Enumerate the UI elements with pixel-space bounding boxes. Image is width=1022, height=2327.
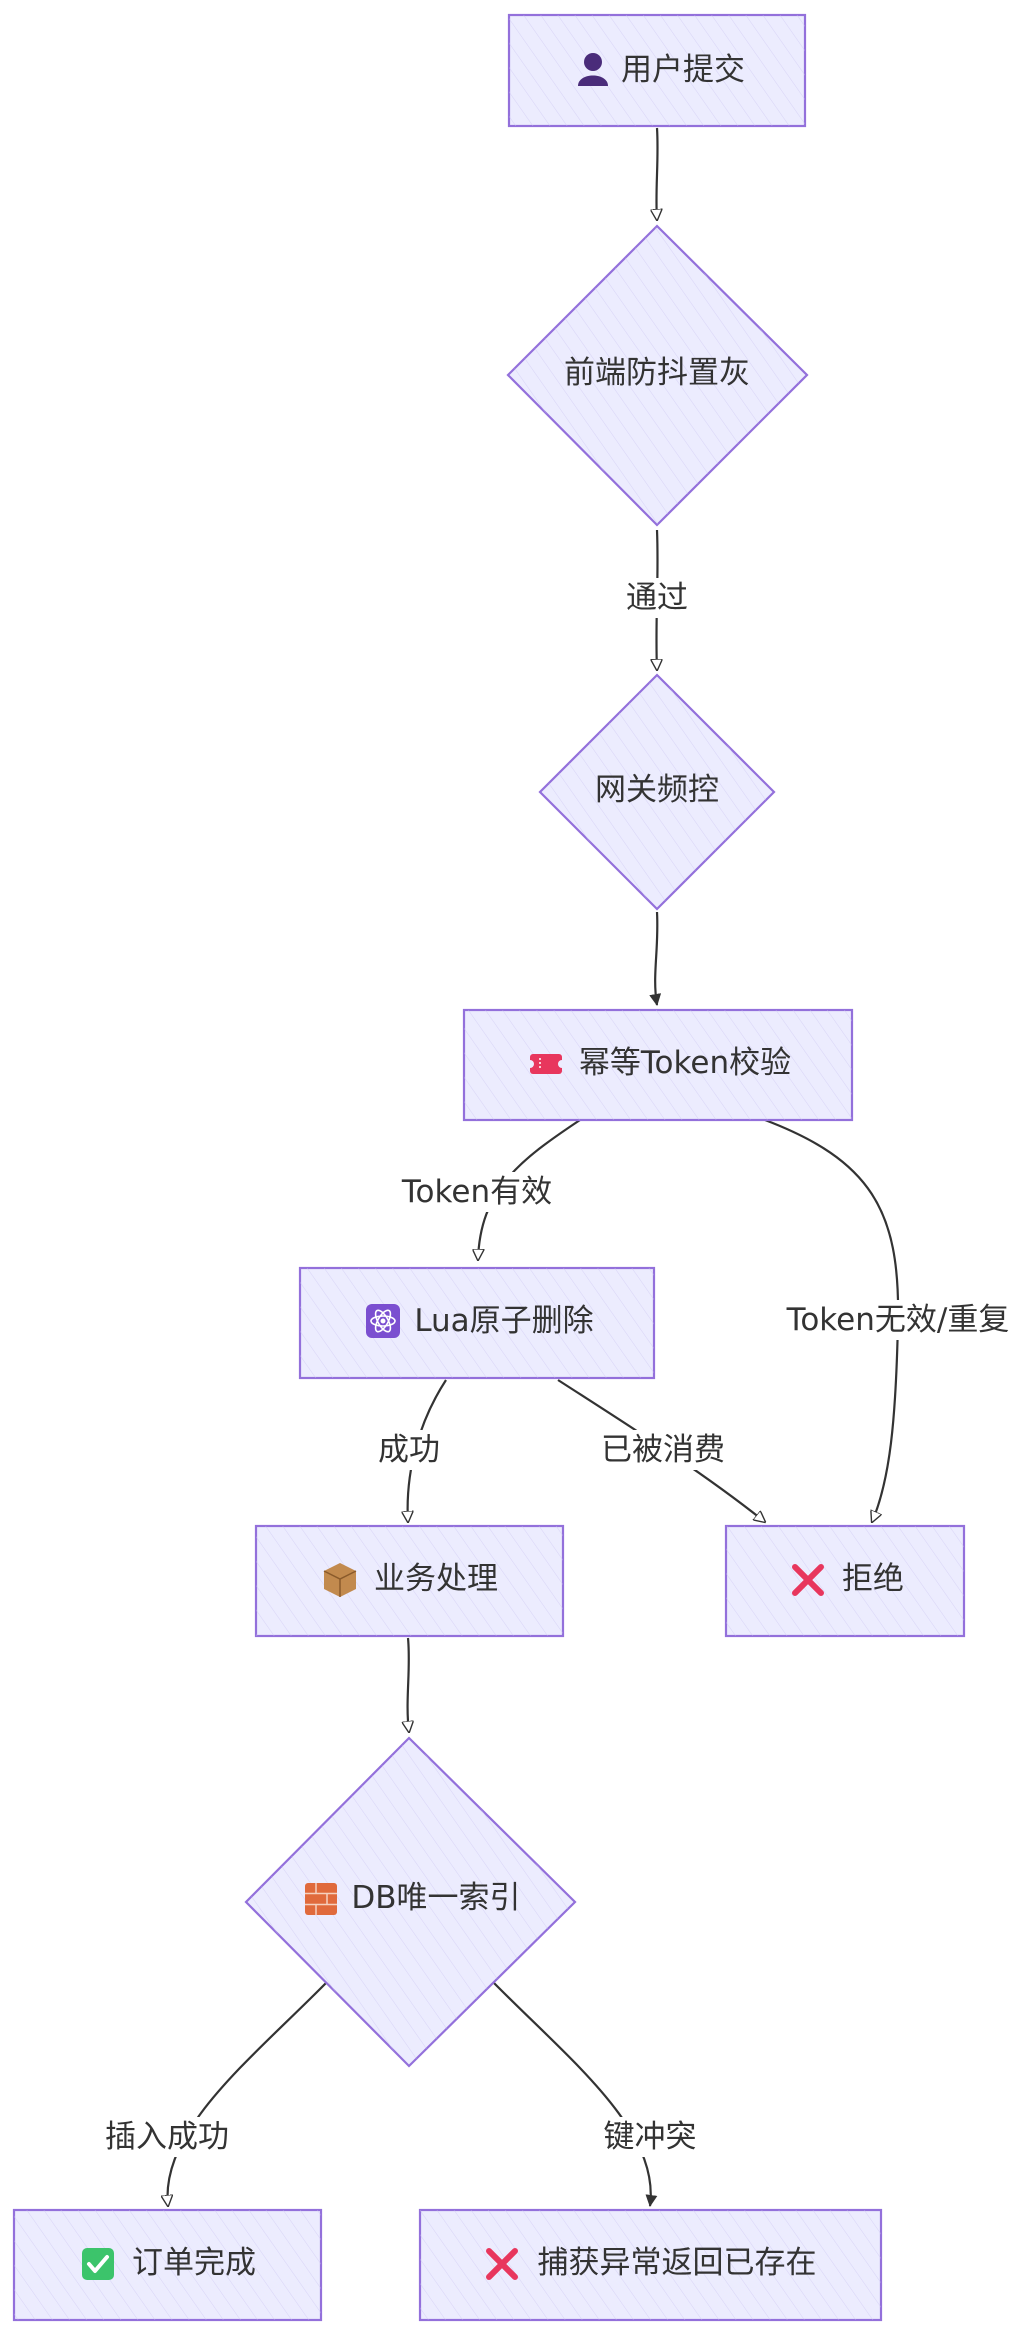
svg-text:插入成功: 插入成功 bbox=[105, 2119, 229, 2155]
atom-icon bbox=[366, 1304, 400, 1338]
node-idempotent-token-check: 幂等Token校验 bbox=[462, 1008, 854, 1122]
edge-label-token-invalid: Token无效/重复 bbox=[780, 1300, 1016, 1340]
edge-label-insert-success: 插入成功 bbox=[102, 2117, 232, 2157]
svg-text:捕获异常返回已存在: 捕获异常返回已存在 bbox=[538, 2245, 817, 2281]
svg-text:订单完成: 订单完成 bbox=[132, 2245, 256, 2281]
svg-text:前端防抖置灰: 前端防抖置灰 bbox=[564, 355, 750, 391]
edge-label-success: 成功 bbox=[374, 1430, 444, 1470]
edge-gateway-to-token bbox=[649, 911, 662, 1006]
node-gateway-rate-limit: 网关频控 bbox=[538, 673, 776, 911]
svg-text:Token无效/重复: Token无效/重复 bbox=[786, 1302, 1010, 1338]
edge-label-consumed: 已被消费 bbox=[596, 1430, 730, 1470]
edge-label-key-conflict: 键冲突 bbox=[600, 2117, 700, 2157]
cross-mark-icon bbox=[792, 1564, 824, 1596]
node-reject: 拒绝 bbox=[724, 1524, 966, 1638]
svg-text:已被消费: 已被消费 bbox=[601, 1432, 725, 1468]
svg-text:通过: 通过 bbox=[626, 580, 688, 616]
edge-db-to-order bbox=[168, 1982, 327, 2206]
node-frontend-debounce: 前端防抖置灰 bbox=[506, 224, 809, 527]
brick-icon bbox=[305, 1883, 337, 1915]
svg-text:Lua原子删除: Lua原子删除 bbox=[414, 1303, 593, 1339]
ticket-icon bbox=[526, 1054, 566, 1074]
edge-label-pass: 通过 bbox=[620, 578, 694, 618]
svg-text:网关频控: 网关频控 bbox=[595, 772, 719, 808]
svg-text:DB唯一索引: DB唯一索引 bbox=[351, 1880, 520, 1916]
svg-text:键冲突: 键冲突 bbox=[604, 2119, 697, 2155]
package-icon bbox=[323, 1563, 357, 1597]
user-icon bbox=[578, 53, 608, 86]
check-mark-icon bbox=[82, 2248, 114, 2280]
svg-text:成功: 成功 bbox=[378, 1432, 440, 1468]
node-lua-atomic-delete: Lua原子删除 bbox=[298, 1266, 656, 1380]
svg-text:业务处理: 业务处理 bbox=[374, 1561, 498, 1597]
edge-business-to-db bbox=[408, 1637, 409, 1732]
edge-submit-to-debounce bbox=[656, 127, 657, 220]
svg-text:拒绝: 拒绝 bbox=[842, 1561, 904, 1597]
svg-text:Token有效: Token有效 bbox=[401, 1174, 552, 1210]
node-user-submit: 用户提交 bbox=[507, 13, 807, 128]
cross-mark-icon bbox=[486, 2248, 518, 2280]
node-catch-exception-return-exists: 捕获异常返回已存在 bbox=[418, 2208, 883, 2322]
edge-label-token-valid: Token有效 bbox=[400, 1172, 554, 1212]
svg-text:用户提交: 用户提交 bbox=[621, 52, 745, 88]
edge-labels: 通过 Token有效 Token无效/重复 成功 已被消费 插入成功 键冲突 bbox=[102, 578, 1016, 2157]
node-order-complete: 订单完成 bbox=[12, 2208, 323, 2322]
edge-db-to-exception bbox=[493, 1982, 658, 2207]
node-business-processing: 业务处理 bbox=[254, 1524, 565, 1638]
svg-text:幂等Token校验: 幂等Token校验 bbox=[579, 1045, 791, 1081]
node-db-unique-index: DB唯一索引 bbox=[244, 1736, 577, 2068]
